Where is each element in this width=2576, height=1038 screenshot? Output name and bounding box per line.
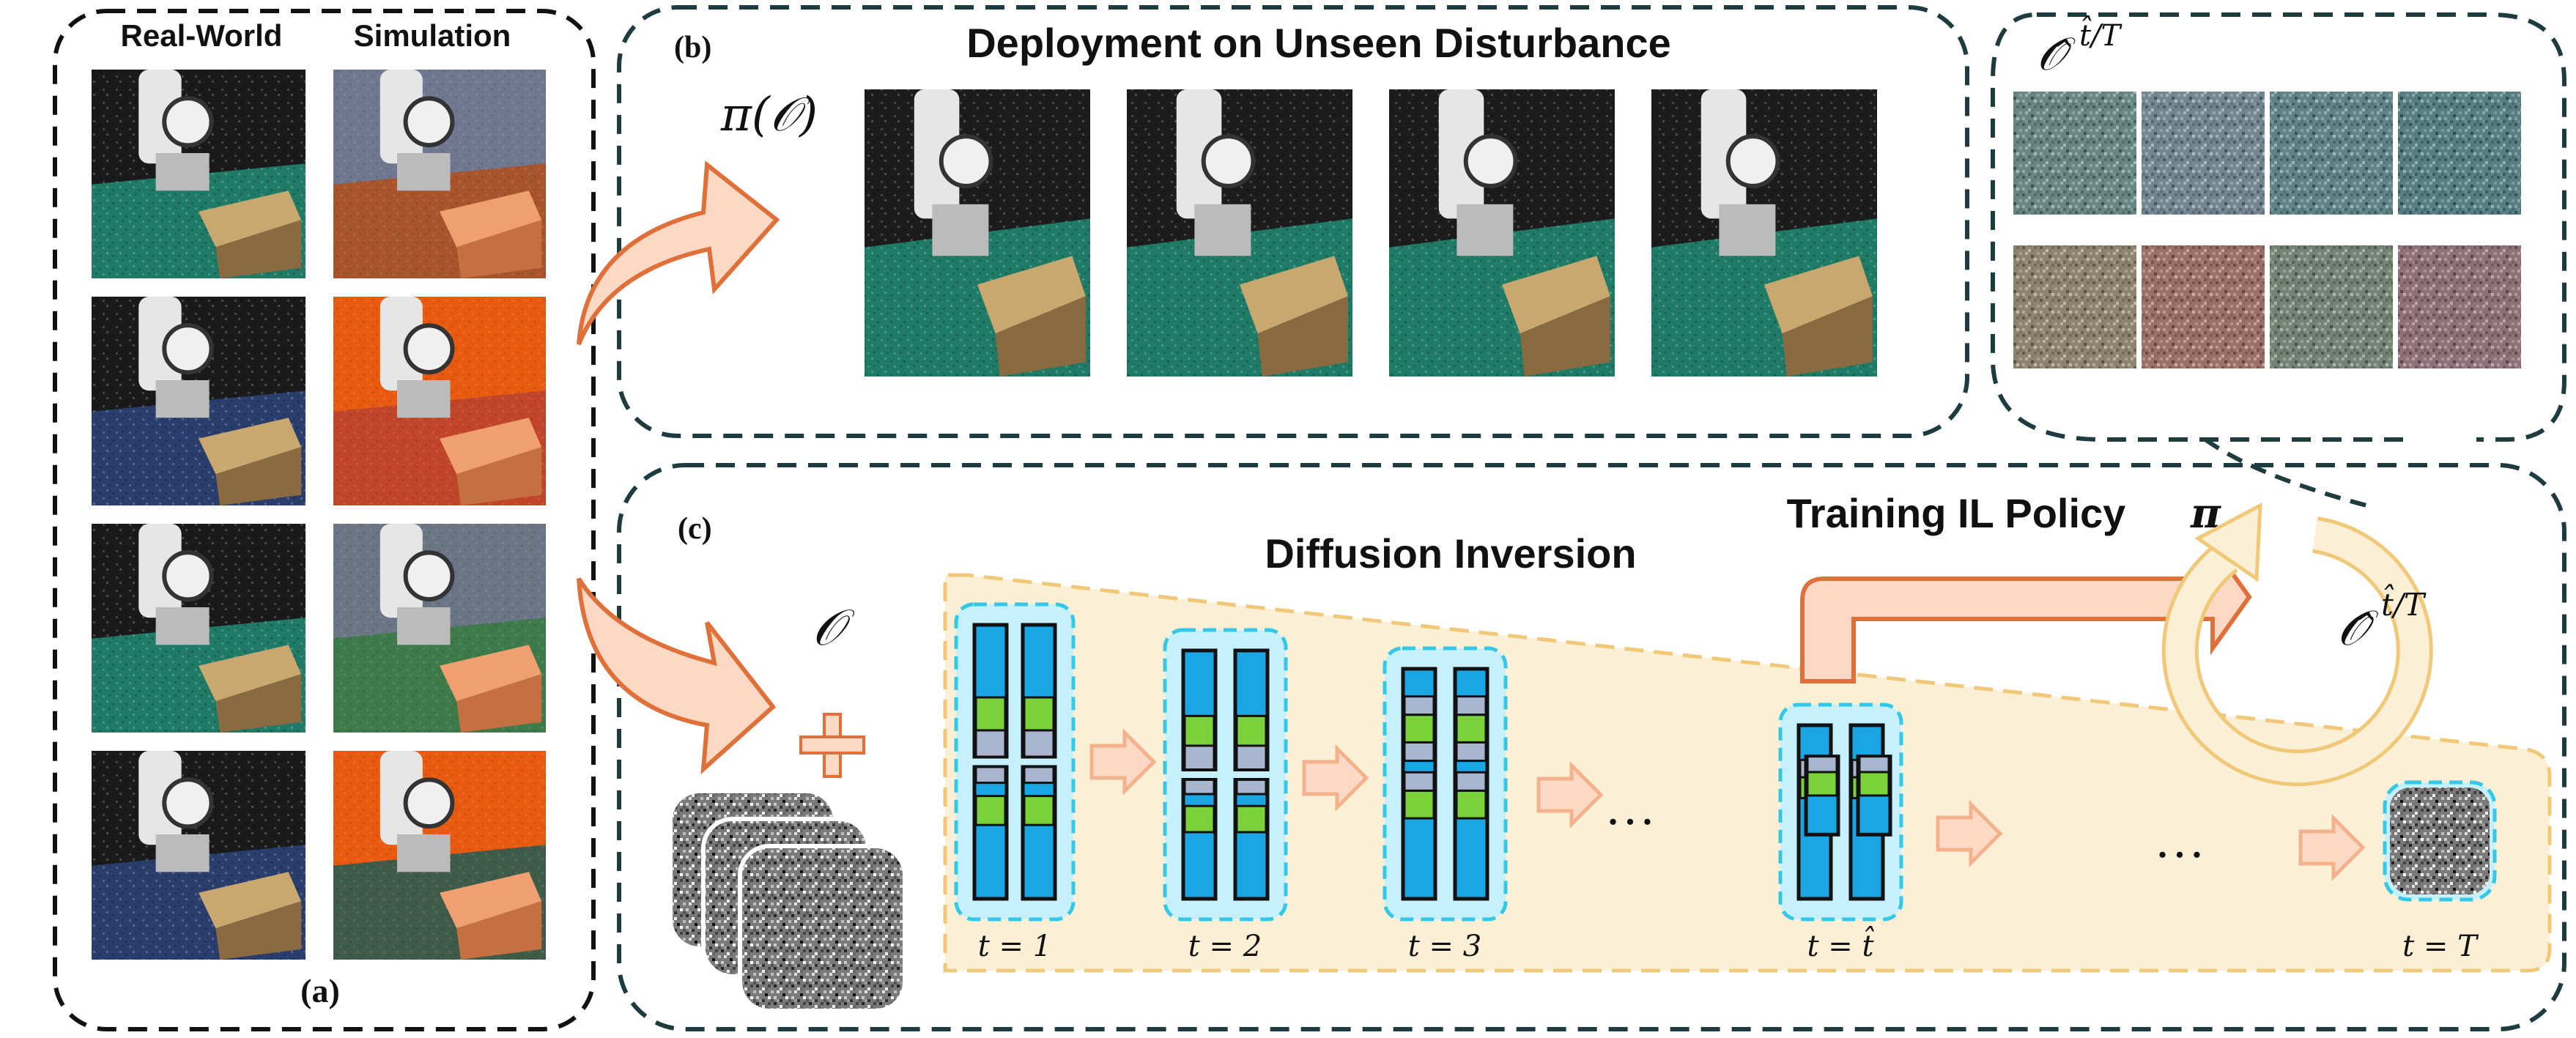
col-header-simulation: Simulation bbox=[354, 18, 511, 53]
token-block bbox=[954, 602, 1076, 922]
step-label: t = T bbox=[2402, 930, 2479, 963]
observation-symbol: 𝒪 bbox=[813, 599, 855, 657]
cycle-arrow-icon bbox=[2161, 502, 2433, 787]
panel-c-border bbox=[617, 463, 2566, 1031]
augmented-panel-border bbox=[1991, 12, 2566, 442]
panel-a-border bbox=[53, 9, 596, 1031]
token-block bbox=[1778, 702, 1903, 922]
plus-icon bbox=[799, 713, 865, 778]
real-world-image bbox=[92, 524, 306, 733]
col-header-real-world: Real-World bbox=[121, 18, 283, 53]
simulation-image bbox=[333, 751, 546, 960]
final-noise bbox=[2383, 780, 2497, 902]
real-world-image bbox=[92, 751, 306, 960]
panel-b: (b) Deployment on Unseen Disturbance π(𝒪… bbox=[617, 5, 1969, 438]
diffusion-inversion-title: Diffusion Inversion bbox=[1265, 530, 1636, 577]
step-label: t = t̂ bbox=[1807, 927, 1875, 963]
deploy-arrow bbox=[577, 160, 780, 346]
panel-b-border bbox=[617, 5, 1969, 438]
step-label: t = 3 bbox=[1408, 930, 1481, 963]
diffusion-steps bbox=[954, 602, 1903, 922]
step-labels: t = 1 t = 2 t = 3 t = t̂ t = T bbox=[978, 927, 2479, 963]
augmented-tile bbox=[2013, 92, 2136, 215]
augmented-tiles bbox=[2013, 92, 2521, 368]
token-block bbox=[1383, 646, 1508, 922]
deployment-frame bbox=[865, 89, 1090, 377]
cycle-obs-symbol: 𝒪̂ bbox=[2337, 600, 2379, 656]
policy-label: π(𝒪) bbox=[720, 88, 818, 142]
step-arrow-icon bbox=[1089, 727, 1157, 796]
panel-a-label: (a) bbox=[300, 972, 340, 1009]
real-world-image bbox=[92, 70, 306, 278]
panel-a-image-grid bbox=[92, 70, 546, 960]
deployment-frame bbox=[1651, 89, 1877, 377]
panel-c: (c) Diffusion Inversion Training IL Poli… bbox=[617, 463, 2566, 1031]
real-world-image bbox=[92, 297, 306, 505]
cycle-obs-superscript: t̂/T bbox=[2381, 583, 2427, 623]
step-label: t = 1 bbox=[978, 930, 1051, 963]
augmented-obs-superscript: t̂/T bbox=[2079, 16, 2123, 53]
augmented-tile bbox=[2398, 92, 2521, 215]
panel-augmented-obs: 𝒪̂ t̂/T bbox=[1991, 12, 2566, 508]
deployment-frames bbox=[865, 89, 1877, 377]
step-arrow-icon bbox=[1536, 760, 1604, 829]
panel-b-label: (b) bbox=[674, 31, 711, 64]
simulation-image bbox=[333, 297, 546, 505]
step-arrow-icon bbox=[1936, 799, 2003, 868]
train-input-arrow bbox=[577, 577, 777, 775]
panel-b-title: Deployment on Unseen Disturbance bbox=[966, 20, 1671, 66]
augmented-tile bbox=[2142, 92, 2265, 215]
noise-stack bbox=[668, 789, 907, 1013]
augmented-tile bbox=[2270, 245, 2393, 368]
deployment-frame bbox=[1127, 89, 1352, 377]
ellipsis-2: … bbox=[2154, 812, 2205, 869]
step-arrows bbox=[1089, 727, 2366, 882]
augmented-tile bbox=[2142, 245, 2265, 368]
training-title: Training IL Policy bbox=[1787, 490, 2126, 536]
step-arrow-icon bbox=[2298, 813, 2366, 882]
training-arrow bbox=[1800, 538, 2252, 683]
augmented-obs-symbol: 𝒪̂ bbox=[2037, 27, 2076, 81]
augmented-tile bbox=[2013, 245, 2136, 368]
ellipsis-1: … bbox=[1605, 779, 1656, 836]
augmented-tile bbox=[2270, 92, 2393, 215]
diffusion-wedge bbox=[943, 573, 2552, 973]
simulation-image bbox=[333, 70, 546, 278]
simulation-image bbox=[333, 524, 546, 733]
step-arrow-icon bbox=[1302, 744, 1369, 812]
token-block bbox=[1163, 628, 1288, 922]
step-label: t = 2 bbox=[1188, 930, 1262, 963]
augmented-tile bbox=[2398, 245, 2521, 368]
augmented-panel-tail bbox=[2204, 437, 2367, 508]
deployment-frame bbox=[1389, 89, 1615, 377]
panel-c-label: (c) bbox=[678, 512, 712, 546]
panel-a: Real-World Simulation (a) bbox=[53, 9, 596, 1031]
